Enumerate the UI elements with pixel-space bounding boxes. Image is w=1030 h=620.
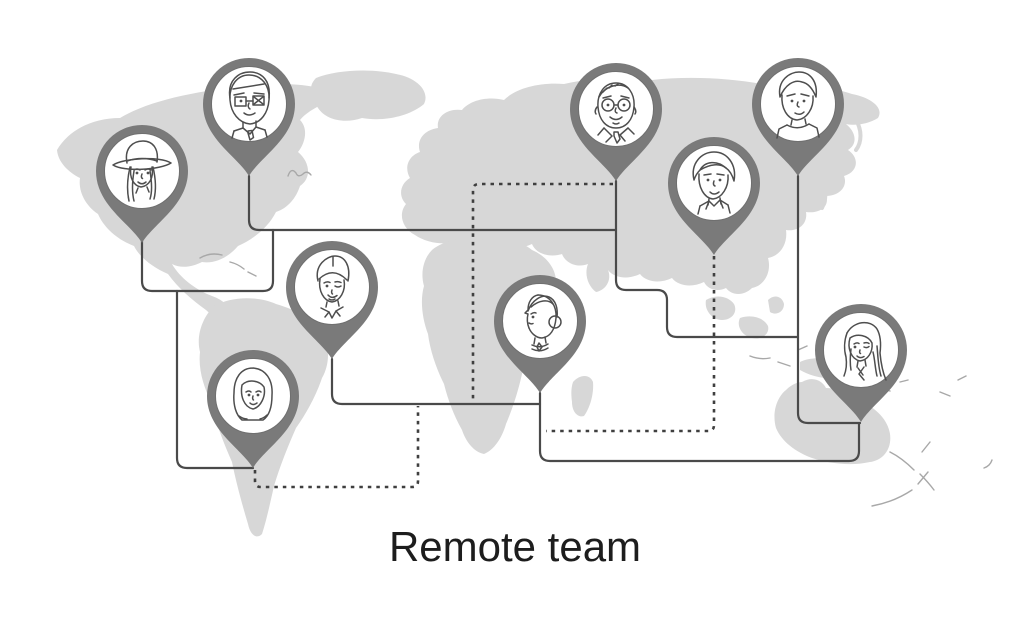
greenland [310, 70, 426, 121]
island-japan [816, 170, 828, 210]
continent-australia [774, 379, 891, 465]
connection-solid-m5-m9 [538, 391, 861, 463]
pin-m2-woman-hat [96, 125, 188, 243]
connection-solid-m3-m5-line [330, 357, 542, 406]
connection-dashed-m6-m3-m5-line [471, 182, 613, 403]
caribbean-islands-squiggle [199, 253, 257, 277]
man-tshirt-avatar-icon [776, 71, 820, 139]
island-sulawesi [738, 316, 769, 339]
woman-bob-avatar-icon [233, 367, 273, 421]
island-kamchatka [854, 118, 863, 152]
indonesia-chain-squiggle [749, 345, 909, 392]
new-zealand-squiggle [889, 375, 967, 491]
pin-portrait-background [104, 133, 180, 209]
older-man-glasses-avatar-icon [594, 82, 637, 144]
pin-m6-older-man-glasses [570, 63, 662, 181]
southern-ocean-squiggle [871, 459, 993, 507]
connection-solid-m8-m9 [796, 174, 862, 425]
great-lakes-squiggle [287, 169, 312, 177]
woman-hat-avatar-icon [112, 140, 172, 202]
connection-solid-m1-m6 [247, 174, 618, 232]
pin-m1-man-glasses [203, 58, 295, 176]
continent-eurasia [401, 77, 880, 294]
man-glasses-avatar-icon [228, 71, 270, 141]
woman-updo-avatar-icon [316, 255, 350, 319]
woman-long-hair-avatar-icon [843, 321, 887, 381]
pin-m7-young-man [668, 137, 760, 255]
caption-title: Remote team [388, 523, 642, 570]
pin-m4-woman-bob [207, 350, 299, 468]
pin-m9-woman-long-hair [815, 304, 907, 422]
pin-m8-man-tshirt [752, 58, 844, 176]
woman-bun-avatar-icon [524, 294, 562, 352]
connection-dashed-m4-m3-m5-line [253, 406, 420, 489]
connection-solid-m2-line-m4 [175, 289, 255, 470]
madagascar [571, 376, 594, 417]
team-member-pins [96, 58, 907, 468]
pin-portrait-background [502, 283, 578, 359]
island-philippines [768, 296, 784, 314]
pin-m5-woman-bun [494, 275, 586, 393]
pin-m3-woman-updo [286, 241, 378, 359]
connection-lines [140, 174, 862, 489]
connection-solid-m6-m8-line [614, 179, 799, 339]
pin-portrait-background [294, 249, 370, 325]
connection-solid-m2-m1-m6-line [140, 228, 275, 293]
young-man-avatar-icon [692, 151, 736, 215]
island-borneo [705, 296, 736, 320]
